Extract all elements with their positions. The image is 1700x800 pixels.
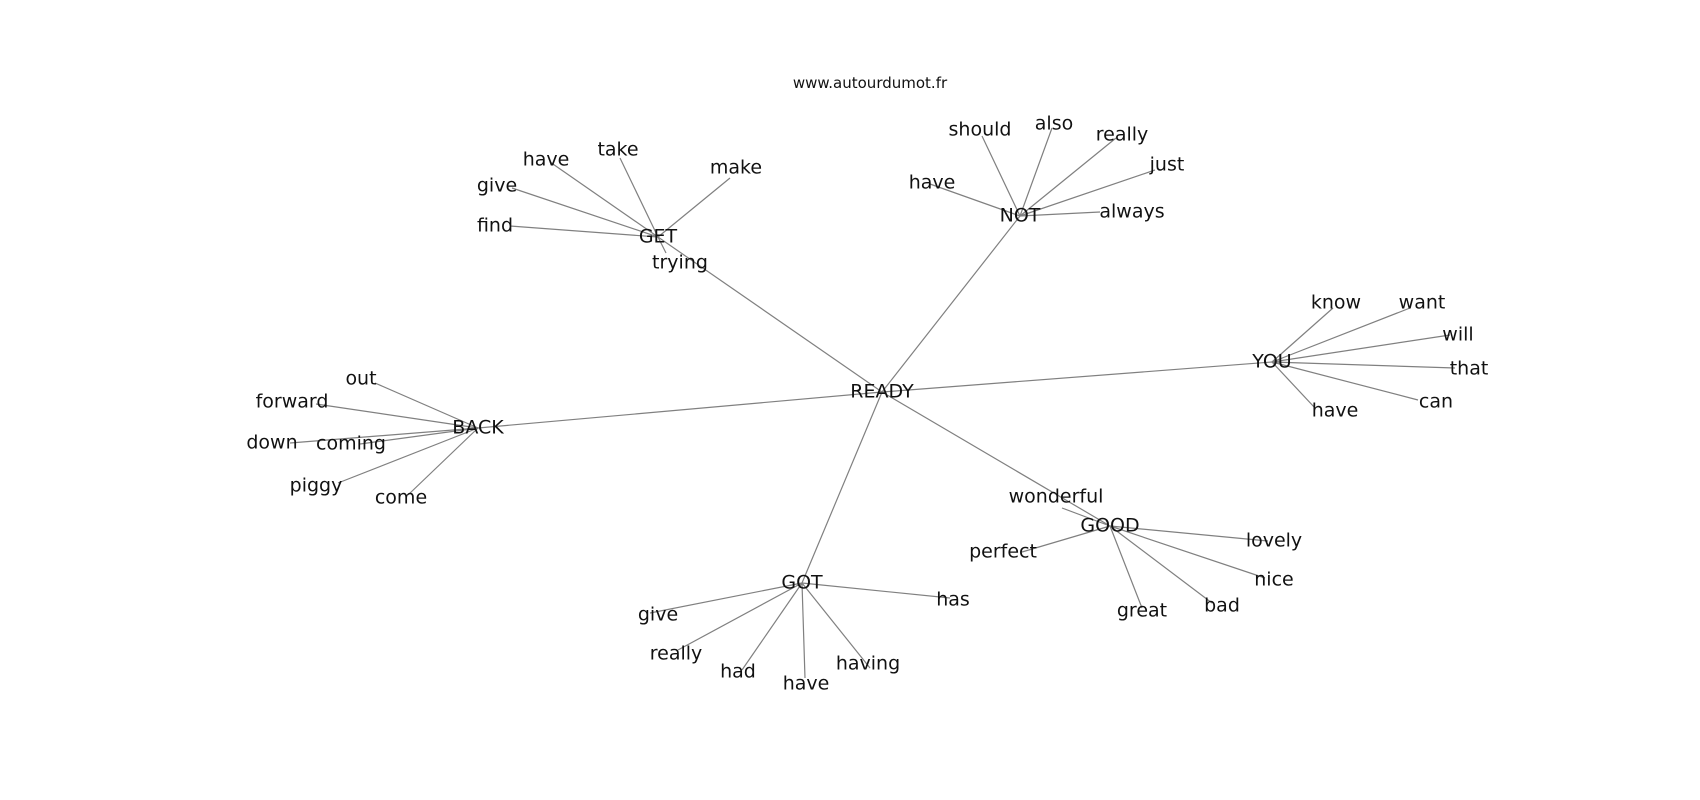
word-label: having bbox=[836, 653, 900, 675]
edge-center-back bbox=[477, 391, 883, 429]
edge-got-5 bbox=[801, 582, 951, 599]
word-label: will bbox=[1442, 324, 1473, 346]
word-label: just bbox=[1149, 154, 1185, 176]
word-label: have bbox=[523, 149, 570, 171]
edge-you-1 bbox=[1271, 307, 1411, 363]
edge-good-0 bbox=[1061, 507, 1111, 527]
edge-back-1 bbox=[315, 403, 479, 429]
word-label: forward bbox=[256, 391, 329, 413]
edge-back-0 bbox=[374, 382, 479, 429]
hub-label-not: NOT bbox=[1000, 205, 1041, 227]
edge-get-4 bbox=[657, 236, 667, 254]
edge-center-not bbox=[881, 215, 1021, 393]
edge-you-4 bbox=[1271, 361, 1419, 401]
word-label: perfect bbox=[969, 541, 1037, 563]
word-label: nice bbox=[1254, 569, 1293, 591]
edge-get-2 bbox=[511, 187, 659, 238]
edge-center-you bbox=[881, 361, 1273, 393]
edge-you-3 bbox=[1271, 361, 1456, 369]
word-label: coming bbox=[316, 433, 386, 455]
edges-layer bbox=[289, 127, 1456, 679]
edge-center-get bbox=[657, 236, 883, 393]
edge-you-0 bbox=[1271, 307, 1334, 363]
edge-good-1 bbox=[1021, 525, 1111, 553]
word-label: really bbox=[1096, 124, 1149, 146]
word-label: have bbox=[1312, 400, 1359, 422]
edge-get-5 bbox=[657, 177, 731, 238]
word-label: want bbox=[1399, 292, 1446, 314]
word-label: give bbox=[638, 604, 678, 626]
word-label: had bbox=[720, 661, 756, 683]
word-label: piggy bbox=[290, 475, 343, 497]
word-label: take bbox=[597, 139, 638, 161]
word-label: give bbox=[477, 175, 517, 197]
edge-back-5 bbox=[407, 427, 479, 496]
word-label: come bbox=[375, 487, 427, 509]
word-label: has bbox=[936, 589, 970, 611]
hub-label-you: YOU bbox=[1251, 351, 1291, 373]
edge-got-3 bbox=[801, 582, 806, 679]
edge-got-4 bbox=[801, 582, 871, 669]
edge-not-2 bbox=[1019, 137, 1117, 217]
edge-get-0 bbox=[619, 157, 659, 238]
word-label: always bbox=[1099, 201, 1164, 223]
word-label: out bbox=[345, 368, 376, 390]
word-label: can bbox=[1419, 391, 1453, 413]
center-label: READY bbox=[850, 381, 914, 403]
edge-got-2 bbox=[741, 582, 803, 671]
word-label: make bbox=[710, 157, 762, 179]
word-label: also bbox=[1035, 113, 1073, 135]
word-label: trying bbox=[652, 252, 708, 274]
edge-center-got bbox=[801, 391, 883, 584]
edge-got-0 bbox=[649, 582, 803, 614]
edge-center-good bbox=[881, 391, 1111, 527]
edge-not-1 bbox=[1019, 127, 1053, 217]
word-label: lovely bbox=[1246, 530, 1302, 552]
hub-label-got: GOT bbox=[781, 572, 823, 594]
word-label: great bbox=[1117, 600, 1167, 622]
edge-not-0 bbox=[981, 135, 1021, 217]
edge-get-1 bbox=[549, 161, 659, 238]
edge-back-4 bbox=[337, 427, 479, 484]
edge-good-5 bbox=[1109, 525, 1143, 609]
word-label: have bbox=[909, 172, 956, 194]
edge-you-2 bbox=[1271, 334, 1451, 363]
edge-good-2 bbox=[1109, 525, 1269, 542]
edge-you-5 bbox=[1271, 361, 1316, 409]
word-label: wonderful bbox=[1009, 486, 1104, 508]
edge-good-4 bbox=[1109, 525, 1213, 604]
edge-back-3 bbox=[359, 427, 479, 445]
edge-back-2 bbox=[289, 427, 479, 444]
word-label: should bbox=[949, 119, 1012, 141]
word-label: find bbox=[477, 215, 513, 237]
word-label: really bbox=[650, 643, 703, 665]
edge-get-3 bbox=[509, 225, 659, 238]
hub-label-back: BACK bbox=[452, 417, 504, 439]
word-label: that bbox=[1450, 358, 1489, 380]
word-label: have bbox=[783, 673, 830, 695]
edge-good-3 bbox=[1109, 525, 1266, 579]
hub-label-good: GOOD bbox=[1080, 515, 1139, 537]
edge-not-3 bbox=[1019, 169, 1156, 217]
hub-label-get: GET bbox=[639, 226, 678, 248]
word-label: bad bbox=[1204, 595, 1240, 617]
word-label: know bbox=[1311, 292, 1361, 314]
edge-got-1 bbox=[677, 582, 803, 651]
word-label: down bbox=[246, 432, 297, 454]
edge-not-4 bbox=[929, 183, 1021, 217]
source-url: www.autourdumot.fr bbox=[793, 74, 948, 92]
edge-not-5 bbox=[1019, 211, 1101, 217]
